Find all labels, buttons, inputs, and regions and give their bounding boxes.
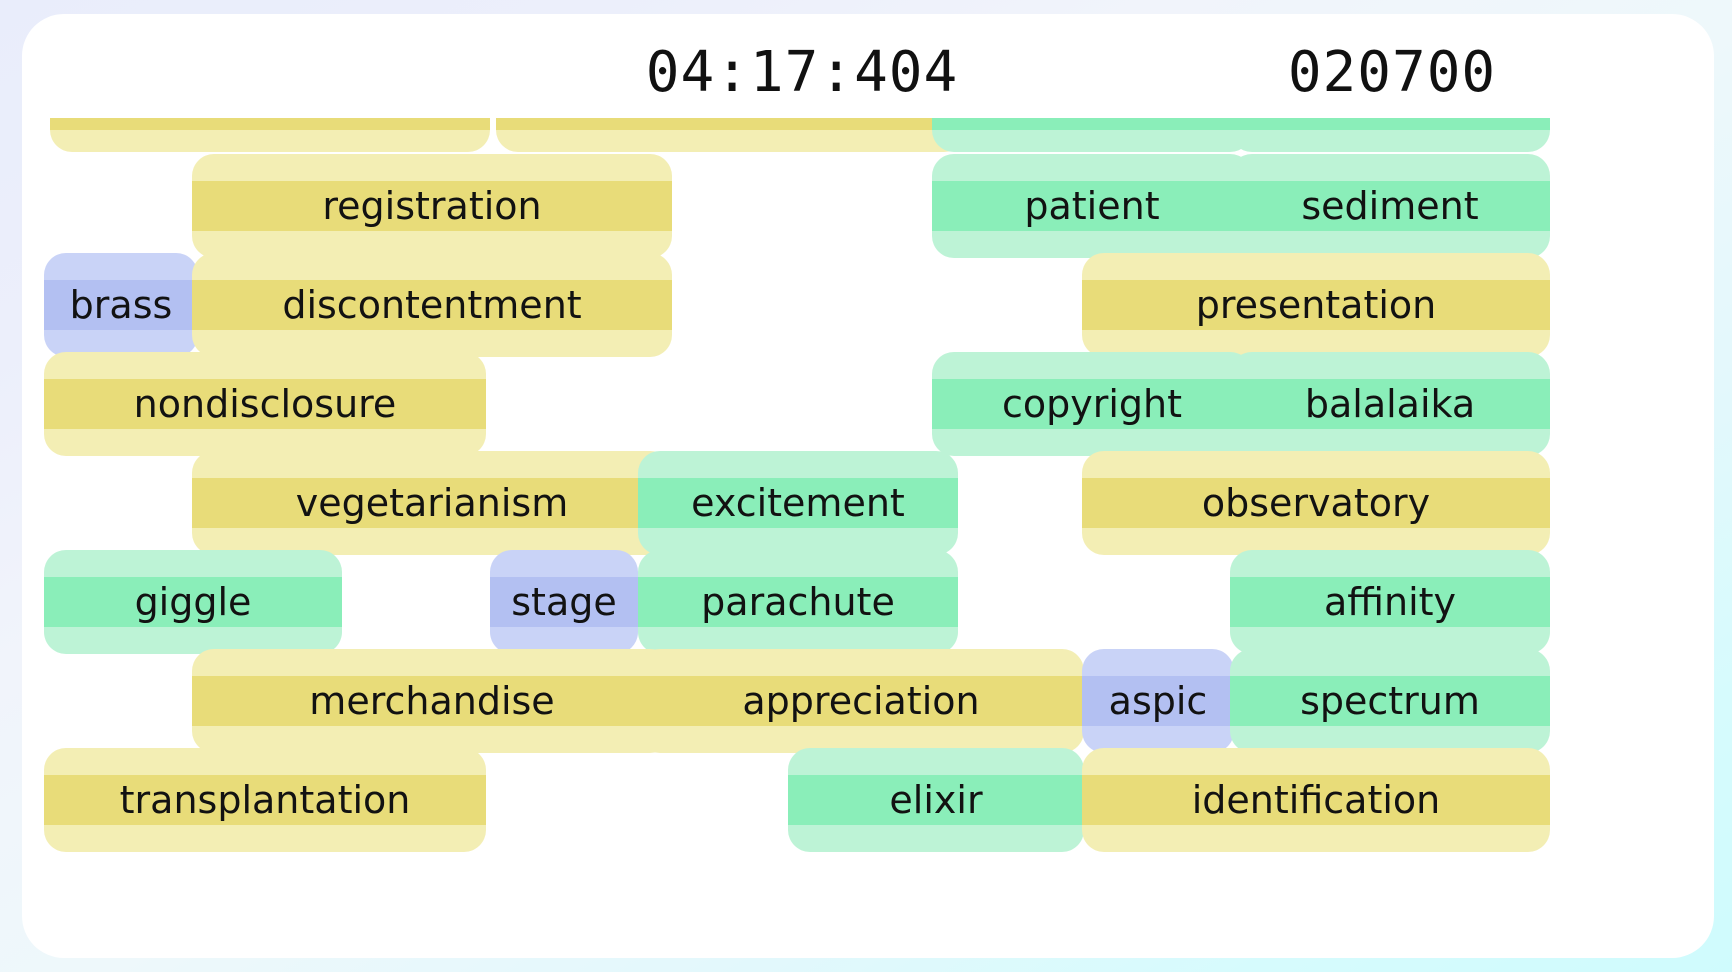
word-card-discontentment[interactable]: discontentment <box>192 253 672 357</box>
word-card-presentation[interactable]: presentation <box>1082 253 1550 357</box>
word-card-merchandise[interactable]: merchandise <box>192 649 672 753</box>
card-highlight-band <box>496 118 966 130</box>
word-card-label: patient <box>1024 184 1160 228</box>
word-card-label: parachute <box>701 580 895 624</box>
word-card-field: registration patient sediment brass disconte… <box>22 118 1714 958</box>
word-card-vegetarianism[interactable]: vegetarianism <box>192 451 672 555</box>
word-card-label: copyright <box>1001 382 1183 426</box>
word-card-giggle[interactable]: giggle <box>44 550 342 654</box>
word-card-nondisclosure[interactable]: nondisclosure <box>44 352 486 456</box>
timer-display: 04:17:404 <box>645 40 959 105</box>
word-card-label: identification <box>1191 778 1441 822</box>
word-card-observatory[interactable]: observatory <box>1082 451 1550 555</box>
card-highlight-band <box>1230 118 1550 130</box>
word-card-affinity[interactable]: affinity <box>1230 550 1550 654</box>
word-card-excitement[interactable]: excitement <box>638 451 958 555</box>
word-card-label: nondisclosure <box>133 382 397 426</box>
word-card-label: affinity <box>1323 580 1457 624</box>
word-card-label: sediment <box>1301 184 1479 228</box>
word-card-label: presentation <box>1195 283 1437 327</box>
word-card-partial[interactable] <box>932 118 1252 152</box>
score-display: 020700 <box>1287 40 1497 105</box>
board-header: 04:17:404 020700 <box>22 14 1714 118</box>
word-card-identification[interactable]: identification <box>1082 748 1550 852</box>
word-card-partial[interactable] <box>496 118 966 152</box>
word-card-label: appreciation <box>742 679 980 723</box>
word-card-label: elixir <box>889 778 983 822</box>
word-card-label: registration <box>322 184 542 228</box>
word-card-label: vegetarianism <box>295 481 569 525</box>
game-board-panel: 04:17:404 020700 registration patient sedi… <box>22 14 1714 958</box>
word-card-label: balalaika <box>1304 382 1476 426</box>
word-card-partial[interactable] <box>50 118 490 152</box>
word-card-balalaika[interactable]: balalaika <box>1230 352 1550 456</box>
card-highlight-band <box>50 118 490 130</box>
word-card-transplantation[interactable]: transplantation <box>44 748 486 852</box>
word-card-label: giggle <box>134 580 252 624</box>
word-card-elixir[interactable]: elixir <box>788 748 1084 852</box>
word-card-label: stage <box>511 580 617 624</box>
card-highlight-band <box>932 118 1252 130</box>
word-card-copyright[interactable]: copyright <box>932 352 1252 456</box>
word-card-spectrum[interactable]: spectrum <box>1230 649 1550 753</box>
word-card-aspic[interactable]: aspic <box>1082 649 1234 753</box>
word-card-label: discontentment <box>282 283 582 327</box>
word-card-label: merchandise <box>309 679 555 723</box>
word-card-sediment[interactable]: sediment <box>1230 154 1550 258</box>
word-card-brass[interactable]: brass <box>44 253 198 357</box>
word-card-label: transplantation <box>119 778 411 822</box>
word-card-label: spectrum <box>1300 679 1480 723</box>
word-card-stage[interactable]: stage <box>490 550 638 654</box>
word-card-patient[interactable]: patient <box>932 154 1252 258</box>
word-card-appreciation[interactable]: appreciation <box>638 649 1084 753</box>
word-card-partial[interactable] <box>1230 118 1550 152</box>
word-card-parachute[interactable]: parachute <box>638 550 958 654</box>
word-card-label: observatory <box>1201 481 1431 525</box>
word-card-label: brass <box>69 283 173 327</box>
word-card-label: excitement <box>691 481 905 525</box>
word-card-label: aspic <box>1108 679 1208 723</box>
word-card-registration[interactable]: registration <box>192 154 672 258</box>
